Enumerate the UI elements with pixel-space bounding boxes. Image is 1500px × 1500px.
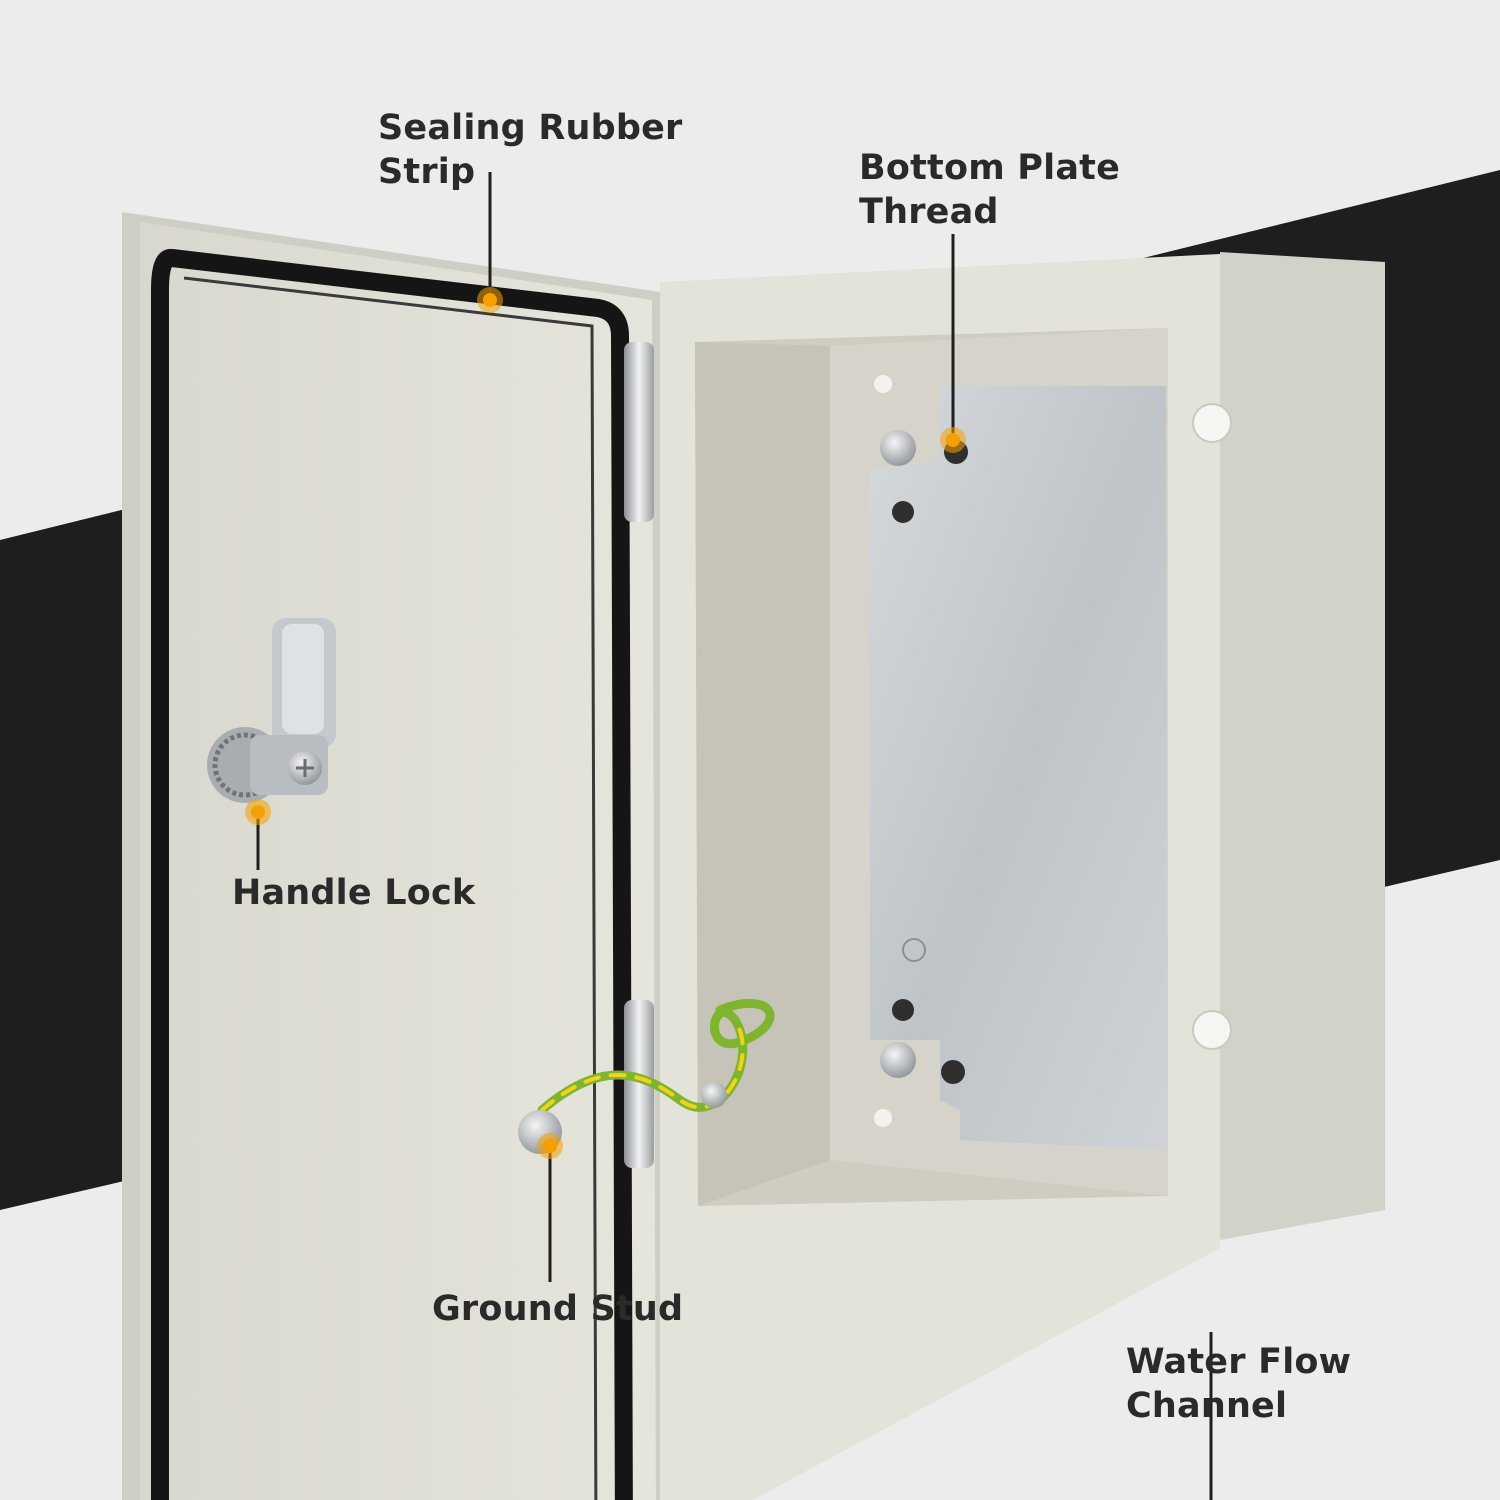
callout-label-water-channel: Water Flow Channel — [1126, 1340, 1351, 1428]
sealing-strip-label-line2: Strip — [378, 152, 476, 192]
water-channel-label-line2: Channel — [1126, 1386, 1288, 1426]
enclosure-door — [122, 212, 664, 1500]
bottom-plate-label-line2: Thread — [859, 192, 999, 232]
ground-stud-label: Ground Stud — [432, 1289, 684, 1329]
handle-lock-label: Handle Lock — [232, 873, 476, 913]
callout-label-bottom-plate: Bottom Plate Thread — [859, 146, 1120, 234]
bottom-plate-label-line1: Bottom Plate — [859, 148, 1121, 188]
sealing-rubber-gasket — [151, 248, 633, 1500]
handle-lock — [207, 618, 336, 803]
mounting-plate — [870, 375, 1168, 1150]
sealing-strip-label-line1: Sealing Rubber — [378, 108, 683, 148]
callout-label-sealing-strip: Sealing Rubber Strip — [378, 106, 683, 194]
callout-label-handle-lock: Handle Lock — [232, 871, 475, 915]
door-hinges — [624, 342, 654, 1168]
callout-dots — [245, 287, 966, 1159]
callout-label-ground-stud: Ground Stud — [432, 1287, 683, 1331]
water-channel-label-line1: Water Flow — [1126, 1342, 1352, 1382]
